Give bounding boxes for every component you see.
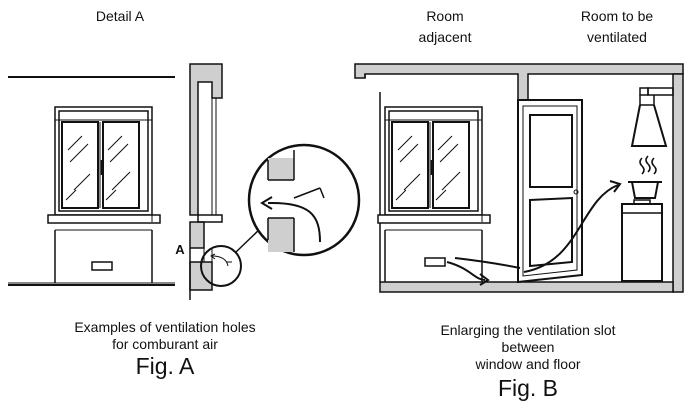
detail-a-marker-label: A <box>175 242 185 257</box>
room-ventilated-label-line2: ventilated <box>587 29 647 45</box>
fig-b-cooker-hood <box>630 87 674 147</box>
fig-b-title: Fig. B <box>497 375 559 401</box>
fig-a-caption-line2: for comburant air <box>112 336 218 352</box>
detail-a-enlargement <box>247 143 361 257</box>
detail-a-label: Detail A <box>95 8 145 24</box>
fig-b-steam <box>639 155 657 175</box>
fig-b-caption-line3: window and floor <box>475 356 581 372</box>
detail-a-marker-circle <box>200 245 242 287</box>
fig-b-airflow-arrows <box>446 180 622 286</box>
fig-b-door <box>517 99 583 284</box>
fig-a-title: Fig. A <box>135 353 195 379</box>
room-adjacent-label-line1: Room <box>426 8 464 24</box>
fig-a-caption-line1: Examples of ventilation holes <box>74 319 256 335</box>
fig-b-caption-line2: between <box>501 339 555 355</box>
room-adjacent-label-line2: adjacent <box>418 29 472 45</box>
fig-b-stove <box>621 181 663 282</box>
fig-a-vent-hole <box>91 261 113 271</box>
fig-a-window <box>47 106 161 283</box>
fig-b-window <box>377 106 491 282</box>
room-ventilated-label-line1: Room to be <box>580 8 654 24</box>
fig-b-vent-hole <box>424 257 446 267</box>
fig-b-caption-line1: Enlarging the ventilation slot <box>440 322 616 338</box>
fig-a-room <box>8 76 175 286</box>
fig-a-wall-section <box>189 63 232 300</box>
